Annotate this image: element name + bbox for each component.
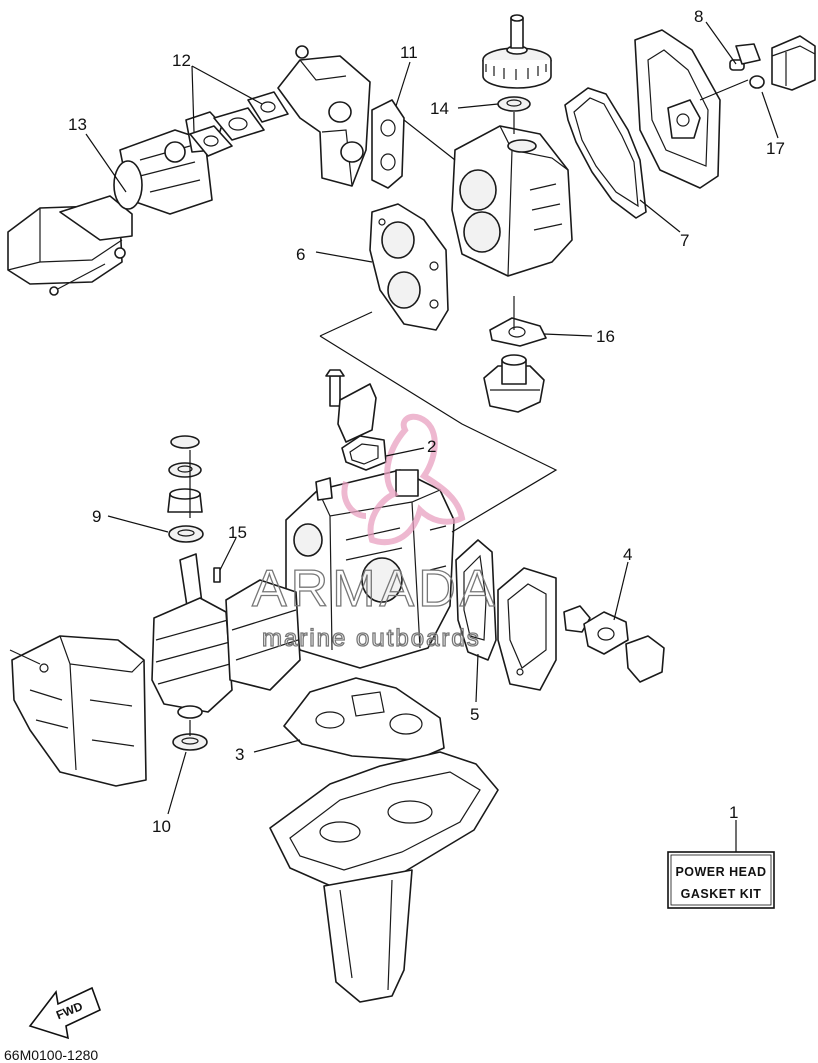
cover-gasket — [325, 369, 387, 471]
watermark-brand: ARMADA — [252, 560, 498, 618]
exhaust-cover — [497, 567, 557, 691]
head-gasket — [369, 203, 449, 331]
intake-silencer — [7, 195, 133, 296]
cylinder-block — [285, 469, 455, 669]
gear-pulley — [482, 14, 552, 89]
bearings-stack — [167, 435, 208, 751]
watermark-tagline: marine outboards — [262, 625, 481, 652]
exhaust-gasket — [455, 539, 497, 661]
callout-3: 3 — [235, 745, 244, 764]
callout-numbers: 1 2 3 4 5 6 7 8 9 10 11 12 13 14 15 16 1… — [68, 7, 785, 836]
callout-15: 15 — [228, 523, 247, 542]
callout-leaders — [85, 21, 779, 852]
base-gasket — [283, 677, 445, 761]
callout-17: 17 — [766, 139, 785, 158]
crankshaft — [151, 553, 301, 719]
callout-11: 11 — [400, 43, 418, 62]
callout-7: 7 — [680, 231, 689, 250]
lower-casing — [269, 751, 499, 1003]
thermostat-parts — [729, 35, 816, 91]
crankcase — [9, 635, 147, 787]
callout-10: 10 — [152, 817, 171, 836]
carburetor — [113, 111, 223, 215]
carburetor-gaskets — [189, 91, 289, 157]
callout-6: 6 — [296, 245, 305, 264]
pump-gasket — [489, 317, 547, 347]
diagram-code: 66M0100-1280 — [4, 1047, 98, 1063]
callout-8: 8 — [694, 7, 703, 26]
kit-label-box: POWER HEAD GASKET KIT — [667, 851, 775, 909]
callout-9: 9 — [92, 507, 101, 526]
callout-13: 13 — [68, 115, 87, 134]
assembly-lines — [189, 79, 749, 736]
oil-seal-top — [497, 96, 531, 112]
callout-14: 14 — [430, 99, 449, 118]
cylinder-head — [451, 125, 573, 277]
intake-manifold — [277, 45, 371, 187]
small-pin — [213, 567, 221, 583]
thermostat-housing — [563, 605, 665, 683]
callout-2: 2 — [427, 437, 436, 456]
forward-arrow: FWD — [28, 986, 102, 1040]
watermark: ARMADA marine outboards — [251, 413, 498, 653]
callout-12: 12 — [172, 51, 191, 70]
kit-label-line1: POWER HEAD — [675, 865, 766, 879]
watermark-logo-icon — [341, 413, 466, 546]
callout-5: 5 — [470, 705, 479, 724]
callout-16: 16 — [596, 327, 615, 346]
callout-1: 1 — [729, 803, 738, 822]
kit-label-line2: GASKET KIT — [681, 887, 762, 901]
oil-pump — [483, 354, 545, 413]
manifold-gasket — [371, 99, 405, 189]
head-cover-gasket — [564, 87, 647, 219]
callout-4: 4 — [623, 545, 632, 564]
cylinder-head-cover — [634, 29, 721, 189]
